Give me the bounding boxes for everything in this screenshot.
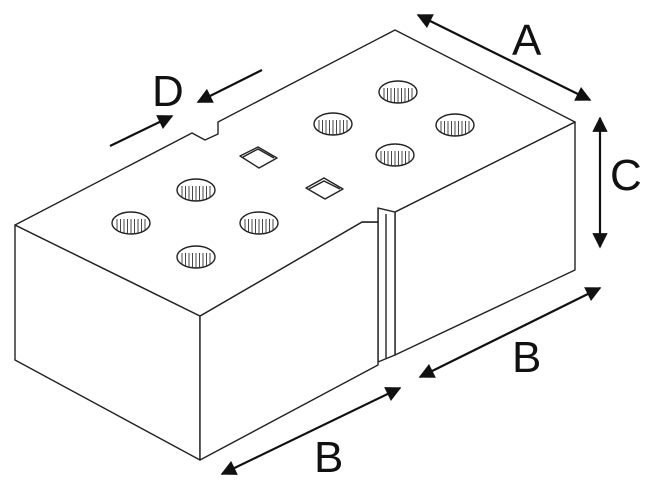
round-hole [239, 211, 279, 235]
dimension-d-arrow-right [196, 69, 263, 103]
square-hole [305, 177, 344, 200]
dimension-b-front-arrow [220, 387, 402, 475]
square-hole [239, 146, 278, 169]
label-d: D [152, 67, 184, 116]
top-face [14, 29, 576, 317]
round-hole [176, 245, 216, 269]
label-a: A [512, 16, 542, 65]
round-hole [435, 113, 475, 137]
round-holes [111, 80, 475, 269]
round-hole [375, 143, 415, 167]
dimension-b-right-arrow [418, 287, 602, 378]
square-hole-inner [308, 180, 341, 190]
round-hole [176, 178, 216, 202]
round-hole [111, 211, 151, 235]
label-c: C [610, 151, 642, 200]
dimension-a-arrow [416, 14, 592, 101]
label-b-right: B [512, 333, 541, 382]
label-b-front: B [314, 433, 343, 482]
square-hole-inner [242, 148, 275, 159]
round-hole [378, 80, 418, 104]
round-hole [313, 112, 353, 136]
dimension-d-arrow-left [109, 115, 174, 147]
